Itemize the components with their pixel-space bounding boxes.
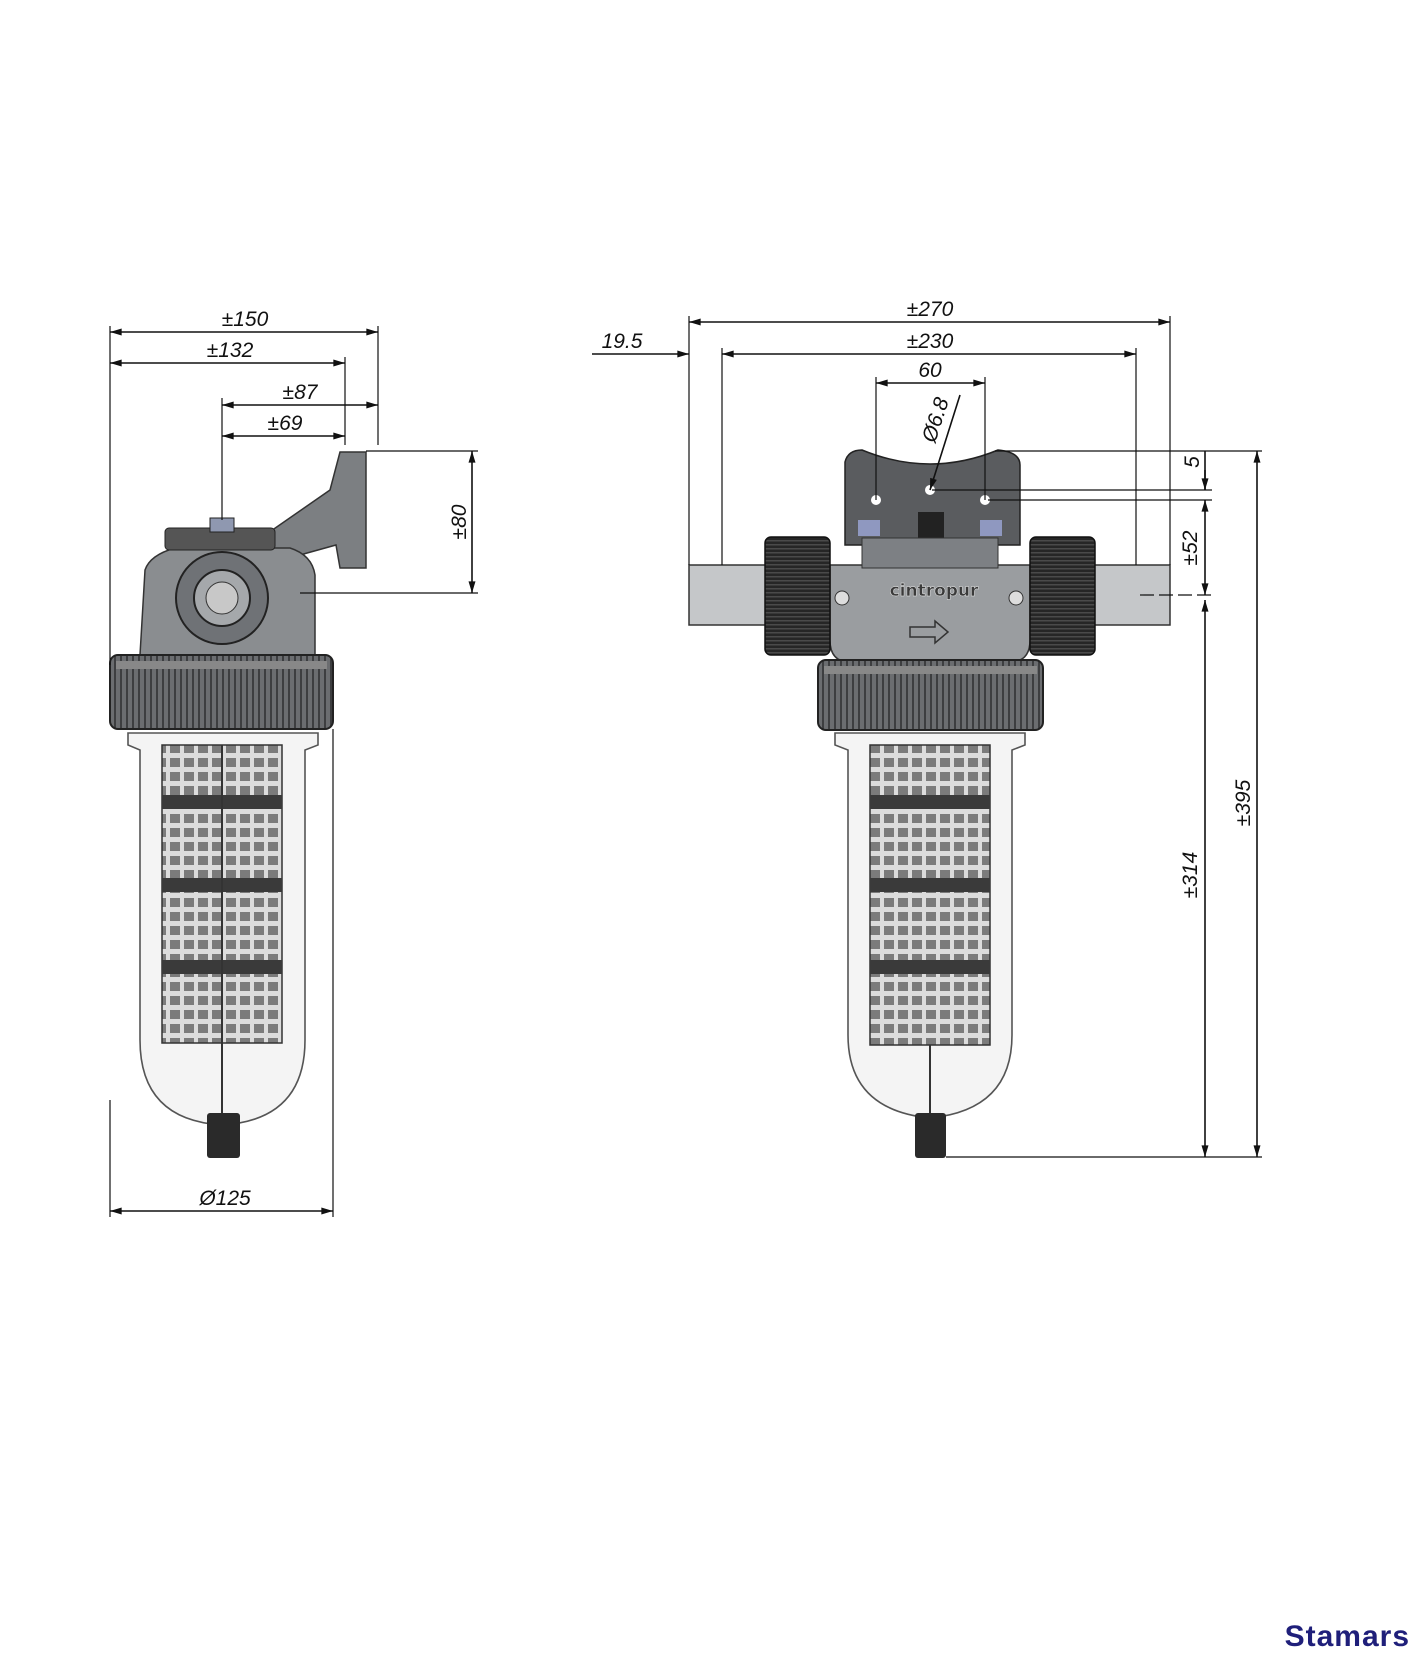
ring-rim (824, 666, 1037, 674)
dim-offset-87: ±87 (283, 381, 319, 404)
vent-screw (209, 517, 235, 533)
drain-valve (915, 1113, 946, 1158)
bolt (980, 520, 1002, 536)
dim-length-230: ±230 (907, 330, 954, 353)
side-view: ±150 ±132 ±87 ±69 ±80 Ø125 (109, 308, 478, 1217)
vent-screw (918, 512, 944, 542)
cartridge-band (870, 795, 990, 809)
flow-arrow-icon (909, 619, 950, 645)
inlet-fitting (688, 564, 770, 626)
gauge-icon (1008, 590, 1024, 606)
head-neck (861, 537, 999, 569)
dim-height-395: ±395 (1232, 779, 1255, 826)
dim-height-80: ±80 (448, 504, 471, 539)
cartridge-band (870, 960, 990, 974)
dim-offset-5: 5 (1181, 456, 1204, 468)
drain-valve (207, 1113, 240, 1158)
outlet-fitting (1091, 564, 1171, 626)
bowl-ring (817, 659, 1044, 731)
dim-hole-spacing-60: 60 (918, 359, 942, 382)
front-view: cintropur ±270 ±230 19.5 (592, 298, 1262, 1158)
inlet-union-nut (764, 536, 831, 656)
dim-height-52: ±52 (1179, 530, 1202, 565)
dim-thread-19-5: 19.5 (602, 330, 643, 353)
brand-label: cintropur (890, 581, 979, 601)
dim-width-150: ±150 (222, 308, 269, 331)
filter-cartridge (869, 744, 991, 1046)
watermark-logo: Stamars (1284, 1620, 1410, 1653)
inlet-inner (205, 581, 239, 615)
dim-length-270: ±270 (907, 298, 954, 321)
mounting-plate (844, 449, 1021, 546)
bolt (858, 520, 880, 536)
outlet-union-nut (1029, 536, 1096, 656)
bowl-ring (109, 654, 334, 730)
filter-head (829, 564, 1031, 663)
gauge-icon (834, 590, 850, 606)
dim-offset-69: ±69 (268, 412, 303, 435)
dim-hole-diameter: Ø6.8 (918, 394, 954, 446)
dim-height-314: ±314 (1179, 852, 1202, 899)
dim-width-132: ±132 (207, 339, 254, 362)
ring-rim (116, 661, 327, 669)
dim-diameter-125: Ø125 (198, 1187, 251, 1210)
cartridge-band (870, 878, 990, 892)
